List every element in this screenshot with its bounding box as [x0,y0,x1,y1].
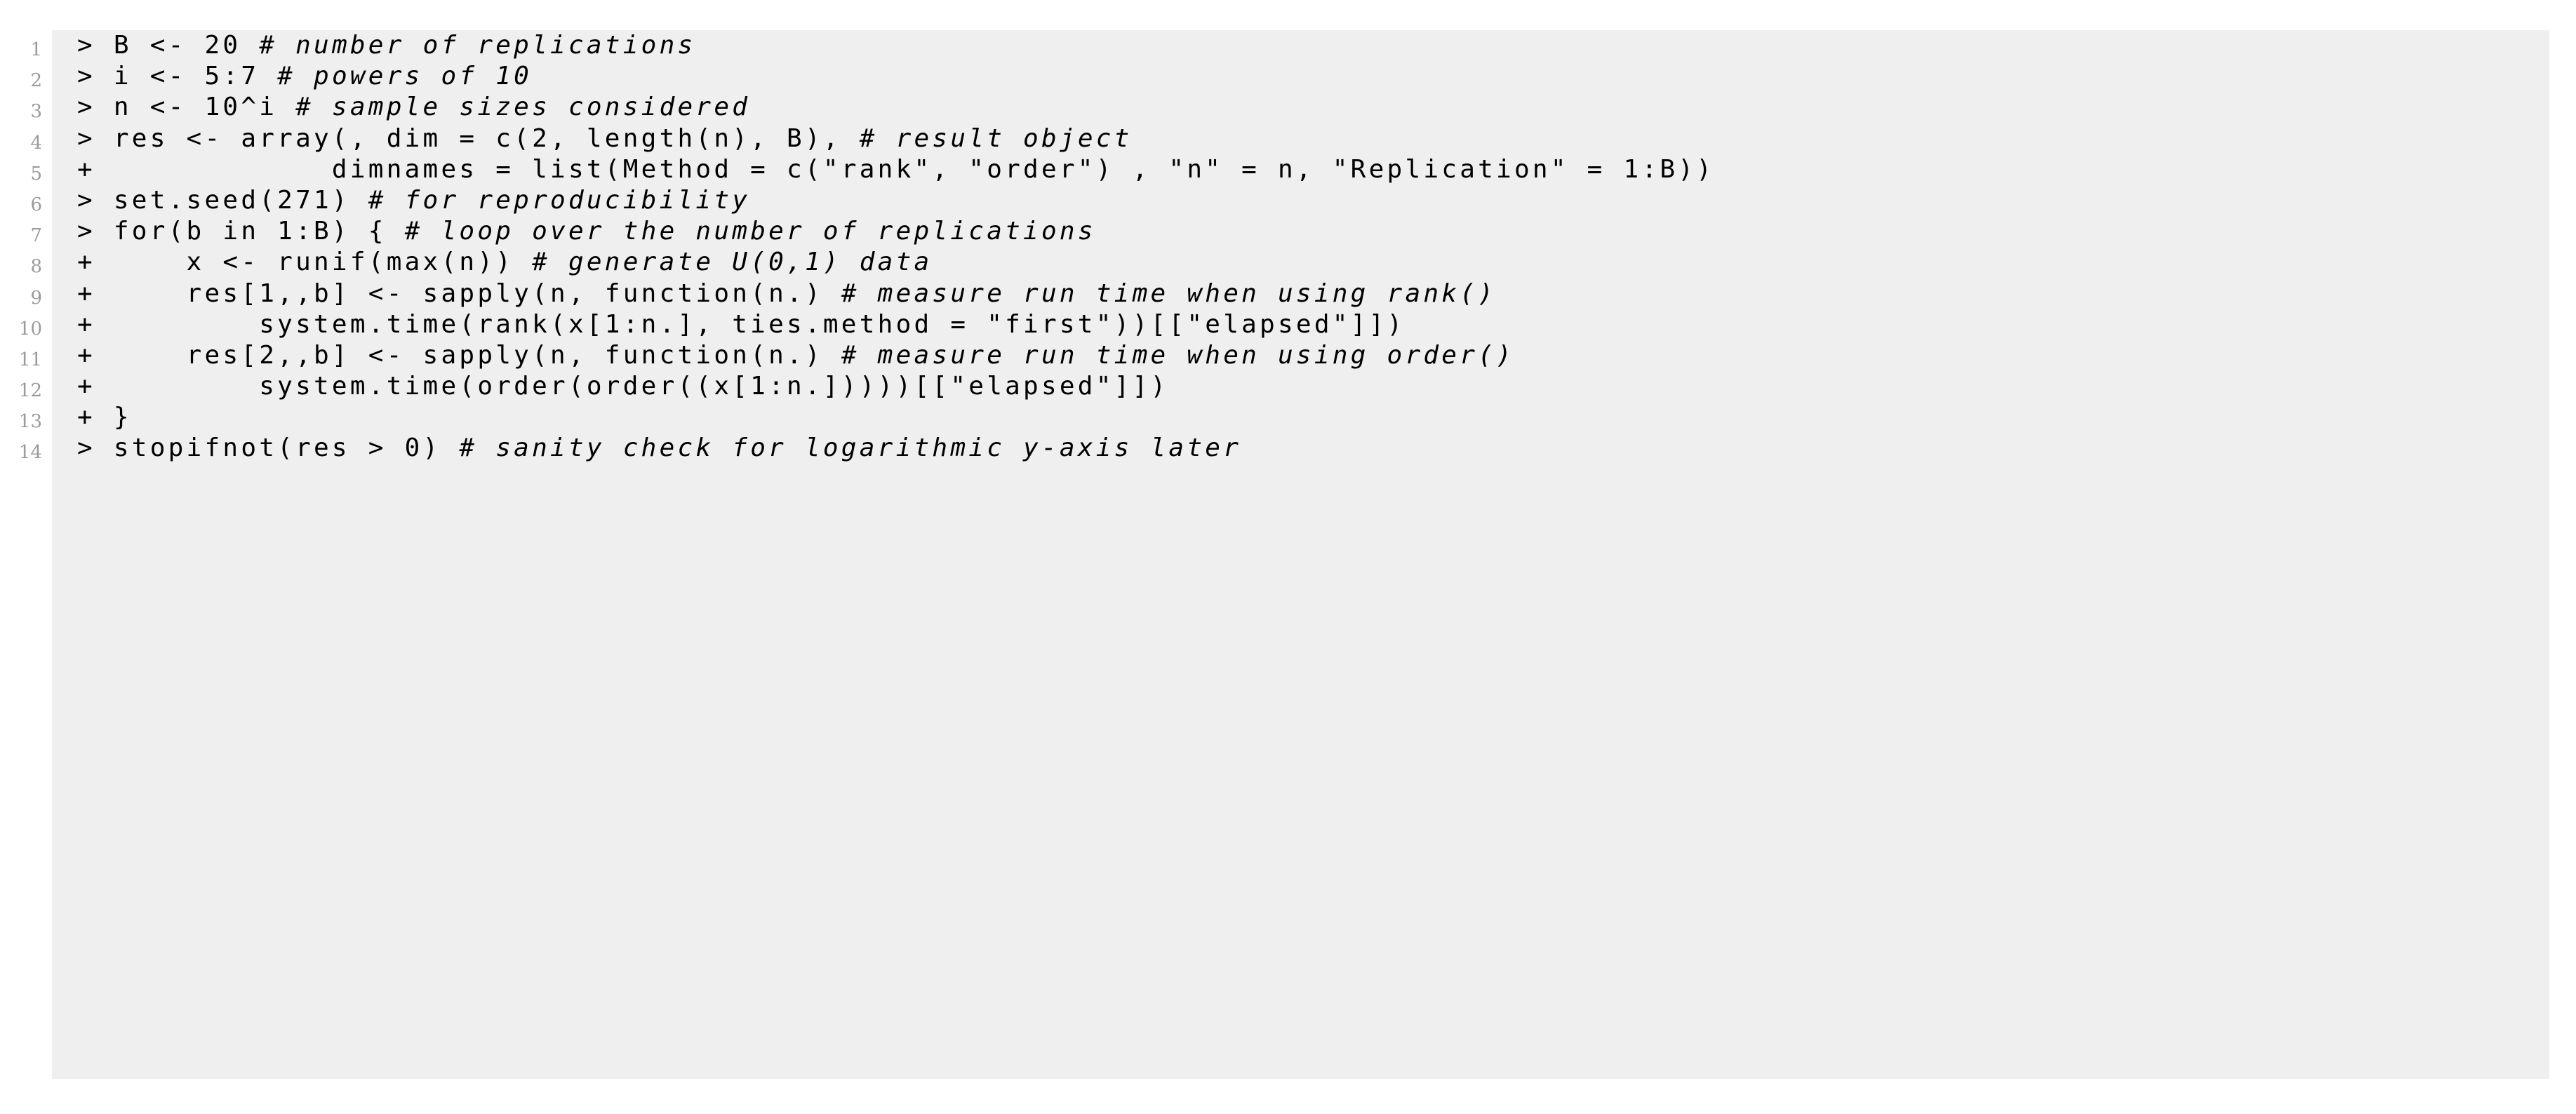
code-text: > stopifnot(res > 0) [77,434,460,463]
code-line: 5 + dimnames = list(Method = c("rank", "o… [0,154,2576,185]
code-block-background [52,30,2549,1079]
code-text: + res[1,,b] <- sapply(n, function(n.) [77,278,841,308]
code-text: > res <- array(, dim = c(2, length(n), B… [77,123,860,153]
line-number: 7 [30,225,42,247]
line-number: 12 [18,380,42,402]
line-number: 3 [30,101,42,123]
code-text: > for(b in 1:B) { [77,217,405,246]
line-number: 13 [18,411,42,433]
code-comment: # powers of 10 [277,62,533,91]
code-line-content: + system.time(rank(x[1:n.], ties.method … [77,309,1405,340]
code-comment: # for reproducibility [368,185,751,215]
code-text: + res[2,,b] <- sapply(n, function(n.) [77,340,841,370]
code-line: 2 > i <- 5:7 # powers of 10 [0,61,2576,92]
code-text: + dimnames = list(Method = c("rank", "or… [77,154,1715,184]
code-line-content: + res[1,,b] <- sapply(n, function(n.) # … [77,278,1496,309]
code-line: 11 + res[2,,b] <- sapply(n, function(n.) … [0,340,2576,371]
code-line: 8 + x <- runif(max(n)) # generate U(0,1) … [0,247,2576,278]
line-number: 8 [30,256,42,278]
code-lines-container: 1 > B <- 20 # number of replications 2 > i … [0,30,2576,464]
code-line: 1 > B <- 20 # number of replications [0,30,2576,61]
code-text: > n <- 10^i [77,93,296,122]
code-line-content: > res <- array(, dim = c(2, length(n), B… [77,123,1133,154]
code-text: + x <- runif(max(n)) [77,248,533,277]
code-text: > set.seed(271) [77,185,368,215]
code-comment: # generate U(0,1) data [532,248,933,277]
code-line: 10 + system.time(rank(x[1:n.], ties.metho… [0,309,2576,340]
code-comment: # number of replications [259,31,696,60]
code-line: 13 + } [0,402,2576,433]
code-line: 7 > for(b in 1:B) { # loop over the numbe… [0,216,2576,247]
line-number: 2 [30,70,42,92]
line-number: 9 [30,287,42,309]
line-number: 1 [30,39,42,60]
line-number: 11 [18,349,42,370]
code-text: > B <- 20 [77,31,260,60]
code-line: 3 > n <- 10^i # sample sizes considered [0,92,2576,123]
line-number: 5 [30,163,42,184]
code-line-content: > stopifnot(res > 0) # sanity check for … [77,433,1241,464]
code-line-content: > n <- 10^i # sample sizes considered [77,92,750,123]
code-line-content: > for(b in 1:B) { # loop over the number… [77,216,1096,247]
code-comment: # measure run time when using order() [841,340,1514,370]
code-line-content: + } [77,402,132,433]
code-text: + } [77,403,132,432]
code-comment: # measure run time when using rank() [841,278,1497,308]
code-comment: # loop over the number of replications [404,217,1096,246]
line-number: 6 [30,194,42,215]
code-line-content: + system.time(order(order((x[1:n.]))))[[… [77,371,1168,402]
code-comment: # result object [859,123,1133,153]
code-line-content: > i <- 5:7 # powers of 10 [77,61,532,92]
code-line-content: + res[2,,b] <- sapply(n, function(n.) # … [77,340,1514,371]
code-line: 4 > res <- array(, dim = c(2, length(n), … [0,123,2576,154]
code-line-content: + dimnames = list(Method = c("rank", "or… [77,154,1714,185]
line-number: 10 [18,318,42,340]
line-number: 4 [30,132,42,154]
code-comment: # sample sizes considered [295,93,751,122]
code-line-content: > B <- 20 # number of replications [77,30,695,61]
code-text: + system.time(order(order((x[1:n.]))))[[… [77,372,1169,401]
code-text: > i <- 5:7 [77,62,278,91]
line-number: 14 [18,442,42,464]
code-line: 6 > set.seed(271) # for reproducibility [0,185,2576,216]
code-text: + system.time(rank(x[1:n.], ties.method … [77,309,1406,339]
code-line-content: + x <- runif(max(n)) # generate U(0,1) d… [77,247,932,278]
code-comment: # sanity check for logarithmic y-axis la… [459,434,1242,463]
code-line-content: > set.seed(271) # for reproducibility [77,185,750,216]
code-line: 9 + res[1,,b] <- sapply(n, function(n.) #… [0,278,2576,309]
code-line: 14 > stopifnot(res > 0) # sanity check fo… [0,433,2576,464]
code-line: 12 + system.time(order(order((x[1:n.]))))… [0,371,2576,402]
